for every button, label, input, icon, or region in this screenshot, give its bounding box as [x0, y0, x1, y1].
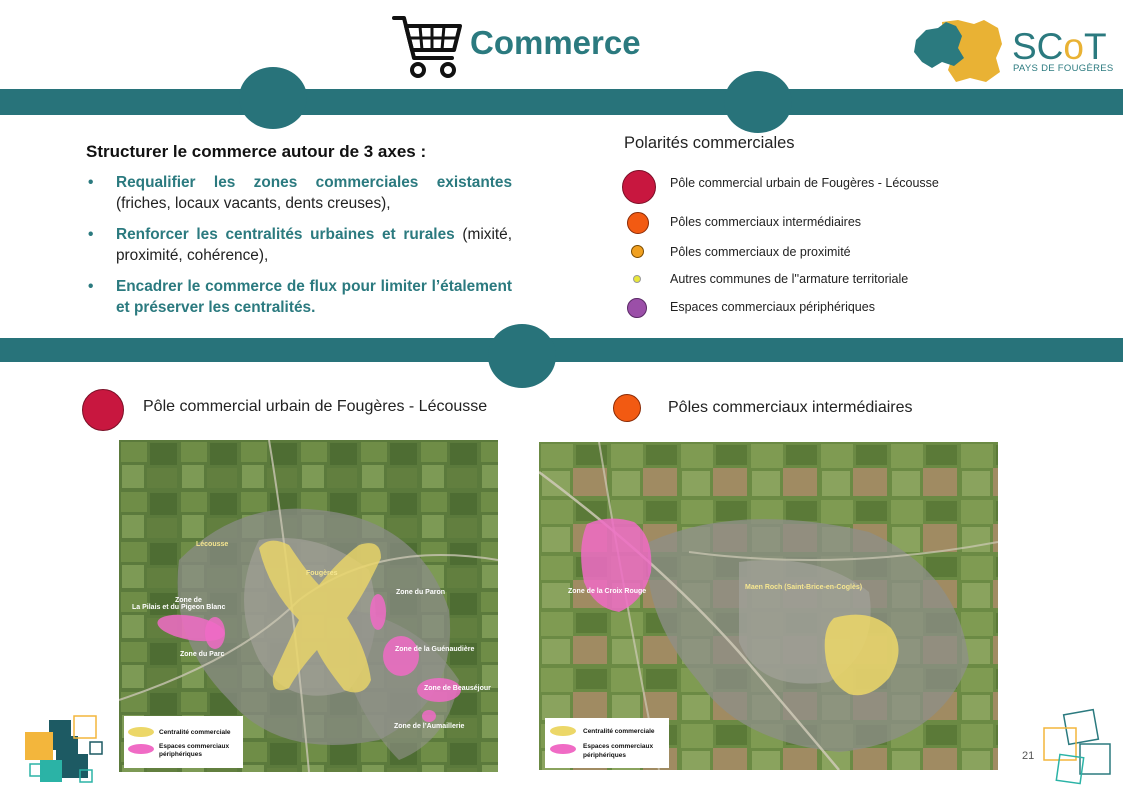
axes-heading: Structurer le commerce autour de 3 axes … [86, 142, 427, 161]
legend-label: Pôles commerciaux intermédiaires [670, 215, 862, 229]
list-item: •Encadrer le commerce de flux pour limit… [88, 278, 512, 316]
legend-dot-intermediate [627, 212, 649, 234]
map-label: Zone de [175, 597, 202, 604]
top-band [0, 89, 1123, 115]
page-number: 21 [1022, 750, 1035, 762]
legend-dot-proximity [631, 245, 644, 258]
axes-list: •Requalifier les zones commerciales exis… [88, 172, 512, 328]
map-legend-label: Centralité commerciale [159, 729, 231, 736]
map-legend-label: Espaces commerciaux [583, 743, 654, 750]
band-dot-right [724, 71, 792, 133]
map-label: Zone de Beauséjour [424, 685, 491, 692]
legend-label: Pôles commerciaux de proximité [670, 245, 851, 259]
band-dot-center [488, 324, 556, 388]
map-label: Zone du Paron [396, 589, 445, 596]
map-label: Maen Roch (Saint-Brice-en-Coglès) [745, 584, 863, 591]
map-label: Lécousse [196, 541, 229, 548]
list-item: •Requalifier les zones commerciales exis… [88, 174, 512, 212]
map-label: La Pilais et du Pigeon Blanc [132, 604, 226, 611]
list-item: •Renforcer les centralités urbaines et r… [88, 226, 512, 264]
scot-logo-subtitle: PAYS DE FOUGÈRES [1013, 63, 1114, 74]
page-title: Commerce [470, 24, 641, 61]
legend-label: Espaces commerciaux périphériques [670, 300, 875, 314]
legend-dot-peripheral [627, 298, 647, 318]
polarity-legend: Pôle commercial urbain de Fougères - Léc… [622, 168, 1022, 328]
legend-label: Autres communes de l''armature territori… [670, 272, 909, 286]
map-label: Zone de la Croix Rouge [568, 588, 647, 595]
scot-logo-map-icon [912, 18, 1004, 84]
middle-band [0, 338, 1123, 362]
map-label: Zone de l’Aumaillerie [394, 723, 465, 730]
section-dot-intermediate [613, 394, 641, 422]
section-dot-urban [82, 389, 124, 431]
map-legend-label: Espaces commerciaux [159, 743, 230, 750]
map-label: Zone du Parc [180, 651, 225, 658]
legend-title: Polarités commerciales [624, 134, 795, 152]
decorative-squares-right [1040, 708, 1118, 788]
section-label-intermediate: Pôles commerciaux intermédiaires [668, 399, 913, 416]
legend-dot-urban [622, 170, 656, 204]
map-label: Zone de la Guénaudière [395, 646, 475, 653]
legend-dot-other [633, 275, 641, 283]
section-label-urban: Pôle commercial urbain de Fougères - Léc… [143, 398, 488, 415]
decorative-squares-left [22, 714, 106, 786]
map-legend-label: périphériques [159, 751, 202, 758]
map-legend-label: périphériques [583, 752, 626, 759]
map-legend-label: Centralité commerciale [583, 728, 655, 735]
band-dot-left [239, 67, 307, 129]
scot-logo-text: SCoT [1012, 26, 1107, 67]
shopping-cart-icon [392, 12, 464, 80]
map-maen-roch: Zone de la Croix Rouge Maen Roch (Saint-… [539, 442, 998, 770]
legend-label: Pôle commercial urbain de Fougères - Léc… [670, 176, 939, 190]
map-fougeres: Lécousse Fougères Zone de La Pilais et d… [119, 440, 498, 772]
map-label: Fougères [306, 570, 338, 577]
